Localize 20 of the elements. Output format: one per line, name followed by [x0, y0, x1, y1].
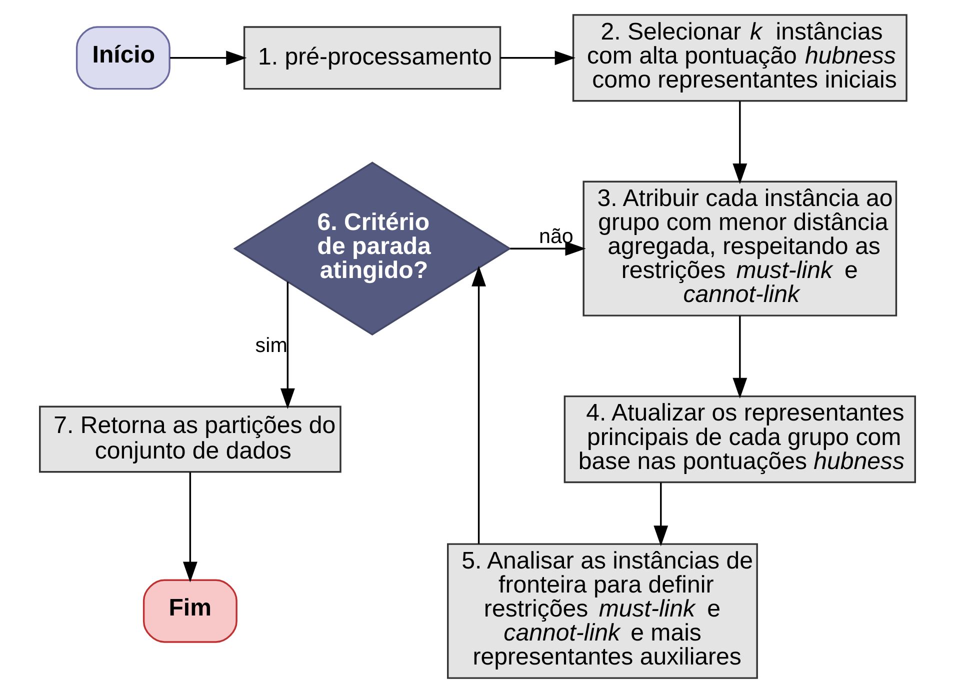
arrow	[500, 50, 576, 66]
arrow	[182, 472, 198, 582]
arrow	[732, 101, 748, 184]
edge-label: não	[539, 224, 574, 248]
arrow	[170, 50, 247, 66]
node-box: 2. Selecionar k instâncias com alta pontuação hubness como representantes iniciais	[572, 14, 908, 102]
node-box: Início	[76, 26, 170, 90]
arrow	[280, 282, 295, 410]
node-box: Fim	[142, 579, 238, 643]
arrow	[732, 316, 748, 398]
edge-label: sim	[255, 334, 288, 358]
node-diamond: 6. Critério de parada atingido?	[233, 162, 512, 336]
arrow	[510, 241, 586, 256]
arrow	[654, 482, 668, 546]
node-box: 5. Analisar as instâncias de fronteira para definir restrições must-link e cannot-link e mais representantes auxiliares	[447, 543, 758, 679]
node-box: 3. Atribuir cada instância ao grupo com menor distância agregada, respeitando as restrições must-link e cannot-link	[582, 180, 898, 316]
node-box: 4. Atualizar os representantes principais de cada grupo com base nas pontuações hubness	[564, 395, 916, 484]
node-box: 7. Retorna as partições do conjunto de dados	[39, 406, 342, 473]
node-box: 1. pré-processamento	[243, 26, 502, 90]
arrow	[472, 266, 486, 544]
